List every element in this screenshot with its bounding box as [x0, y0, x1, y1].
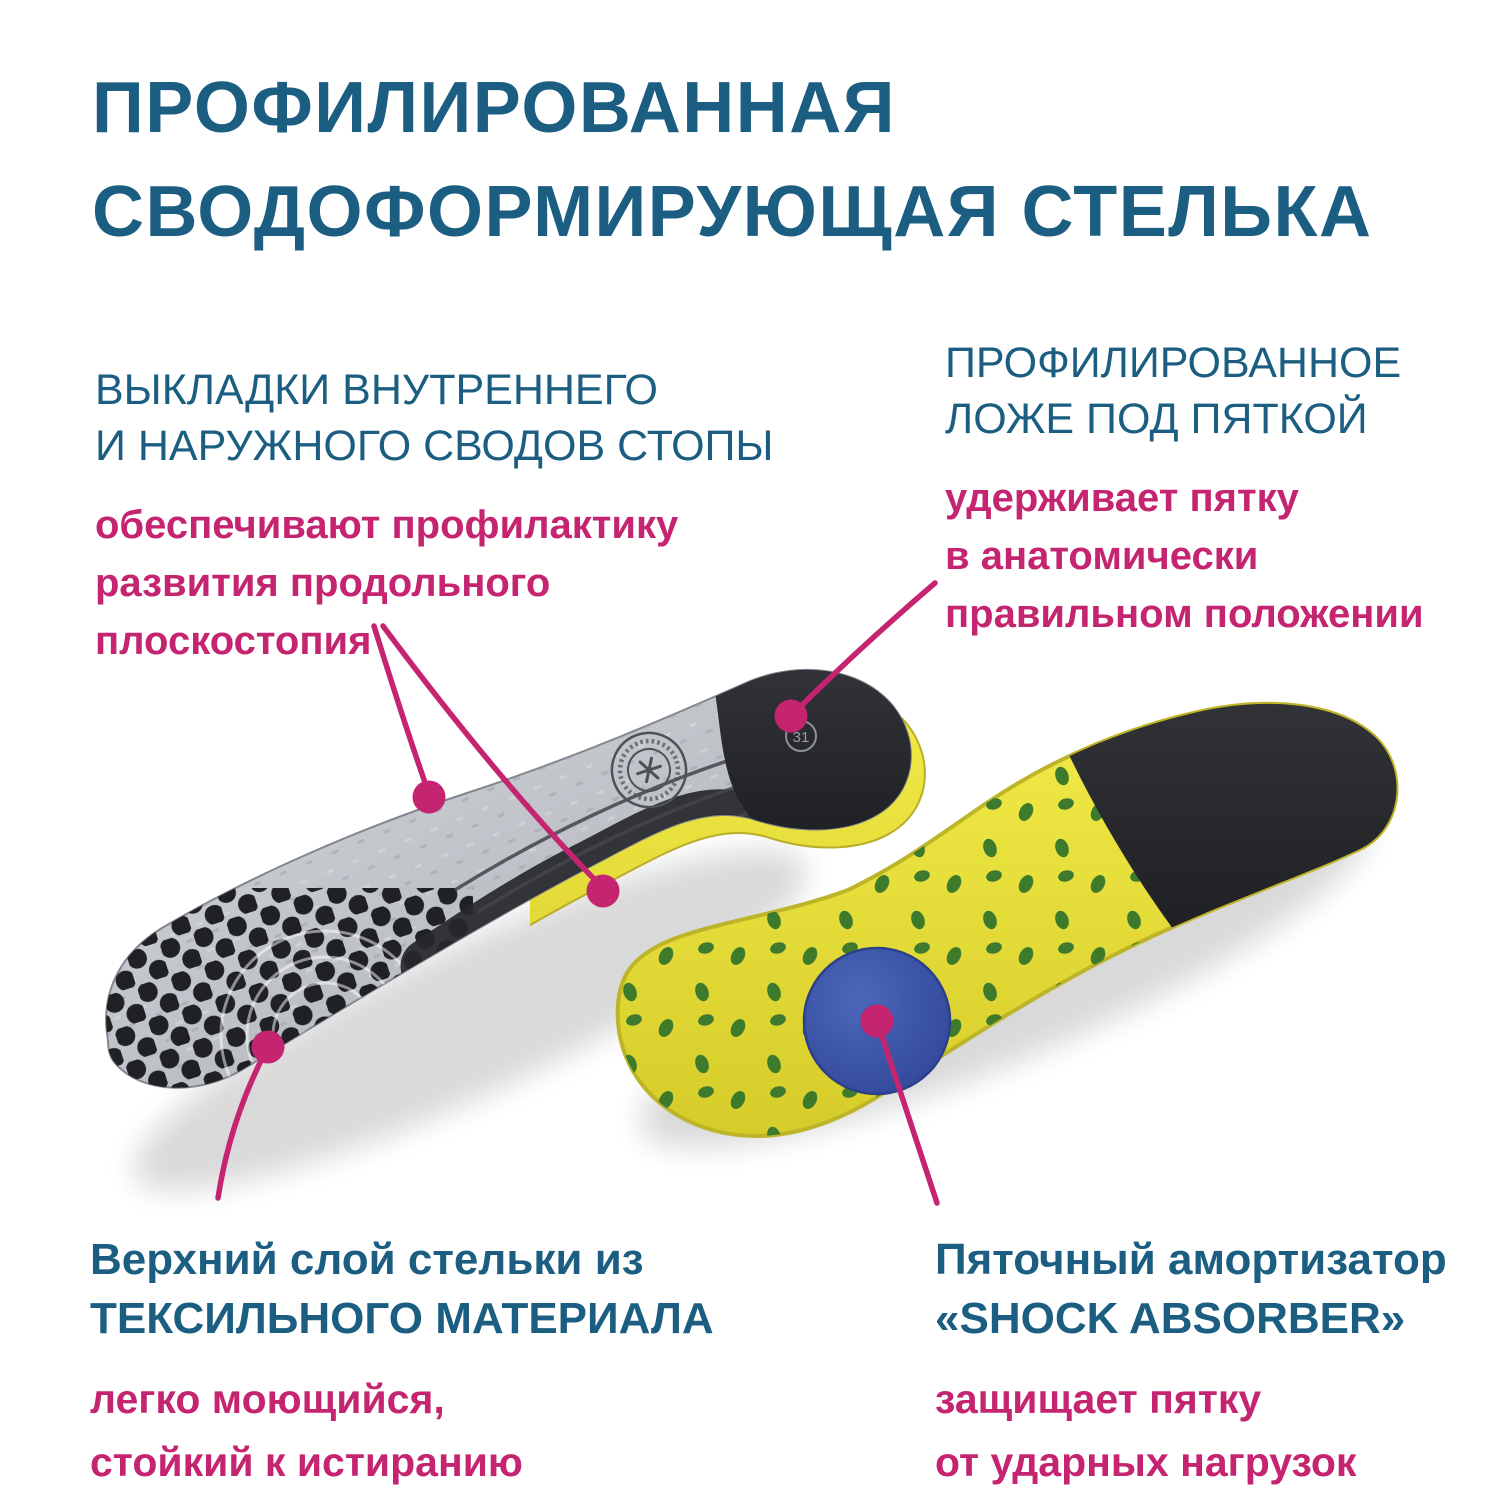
callout-arch-pads: ВЫКЛАДКИ ВНУТРЕННЕГО И НАРУЖНОГО СВОДОВ …: [95, 362, 774, 670]
body-line: обеспечивают профилактику: [95, 503, 679, 547]
page-title: ПРОФИЛИРОВАННАЯ СВОДОФОРМИРУЮЩАЯ СТЕЛЬКА: [92, 56, 1372, 264]
body-line: стойкий к истиранию: [90, 1439, 523, 1485]
body-line: от ударных нагрузок: [935, 1439, 1357, 1485]
body-line: удерживает пятку: [945, 476, 1299, 520]
title-line: ПРОФИЛИРОВАННАЯ: [92, 68, 897, 148]
callout-line-arch-outer: [380, 623, 604, 889]
callout-dot-arch-inner: [412, 780, 446, 814]
heading-line: ЛОЖЕ ПОД ПЯТКОЙ: [945, 395, 1368, 443]
heading-line: И НАРУЖНОГО СВОДОВ СТОПЫ: [95, 422, 774, 470]
callout-heading: ПРОФИЛИРОВАННОЕ ЛОЖЕ ПОД ПЯТКОЙ: [945, 335, 1424, 447]
callout-heel-bed: ПРОФИЛИРОВАННОЕ ЛОЖЕ ПОД ПЯТКОЙ удержива…: [945, 335, 1424, 643]
body-line: защищает пятку: [935, 1376, 1262, 1422]
callout-body: защищает пятку от ударных нагрузок: [935, 1368, 1447, 1494]
callout-line-arch-inner: [371, 623, 432, 797]
callout-heading: ВЫКЛАДКИ ВНУТРЕННЕГО И НАРУЖНОГО СВОДОВ …: [95, 362, 774, 474]
insole-shadow: [133, 849, 807, 1191]
heading-line: ПРОФИЛИРОВАННОЕ: [945, 339, 1402, 387]
callout-graphics: [215, 580, 940, 1206]
callout-line-top-layer: [215, 1044, 271, 1201]
callout-heading: Пяточный амортизатор «SHOCK ABSORBER»: [935, 1230, 1447, 1348]
heading-line: ВЫКЛАДКИ ВНУТРЕННЕГО: [95, 366, 658, 414]
callout-body: легко моющийся, стойкий к истиранию: [90, 1368, 714, 1494]
callout-line-shock-absorber: [874, 1018, 940, 1206]
heading-line: «SHOCK ABSORBER»: [935, 1294, 1406, 1343]
heading-line: Верхний слой стельки из: [90, 1235, 644, 1284]
body-line: развития продольного: [95, 561, 551, 605]
body-line: правильном положении: [945, 592, 1424, 636]
brand-stamp-icon: [610, 731, 688, 809]
heading-line: ТЕКСИЛЬНОГО МАТЕРИАЛА: [90, 1294, 714, 1343]
title-line: СВОДОФОРМИРУЮЩАЯ СТЕЛЬКА: [92, 172, 1373, 252]
body-line: легко моющийся,: [90, 1376, 445, 1422]
callout-shock-absorber: Пяточный амортизатор «SHOCK ABSORBER» за…: [935, 1230, 1447, 1494]
callout-dot-top-layer: [251, 1030, 285, 1064]
callout-dot-shock-absorber: [860, 1004, 894, 1038]
callout-body: удерживает пятку в анатомически правильн…: [945, 469, 1424, 643]
callout-dot-heel-bed: [774, 699, 808, 733]
callout-heading: Верхний слой стельки из ТЕКСИЛЬНОГО МАТЕ…: [90, 1230, 714, 1348]
heading-line: Пяточный амортизатор: [935, 1235, 1447, 1284]
callout-dot-arch-outer: [586, 874, 620, 908]
callout-line-heel-bed: [791, 580, 938, 716]
body-line: плоскостопия: [95, 619, 372, 663]
callout-body: обеспечивают профилактику развития продо…: [95, 496, 774, 670]
callout-top-layer: Верхний слой стельки из ТЕКСИЛЬНОГО МАТЕ…: [90, 1230, 714, 1494]
body-line: в анатомически: [945, 534, 1259, 578]
size-label: 31: [793, 729, 810, 746]
